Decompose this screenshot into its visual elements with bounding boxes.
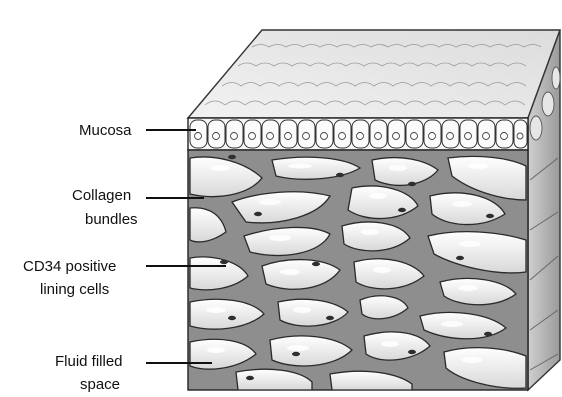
stroma-layer	[188, 150, 528, 390]
label-fluid-line2: space	[80, 376, 120, 393]
label-cd34-line2: lining cells	[40, 281, 109, 298]
label-mucosa: Mucosa	[79, 122, 196, 139]
label-collagen-line2: bundles	[85, 211, 138, 228]
label-collagen-line1: Collagen	[72, 187, 131, 204]
label-cd34-line1: CD34 positive	[23, 258, 116, 275]
label-fluid-line1: Fluid filled	[55, 353, 123, 370]
mucosa-layer	[188, 118, 528, 150]
label-mucosa-text: Mucosa	[79, 122, 132, 139]
block-top-surface	[188, 30, 560, 118]
label-collagen: Collagen bundles	[72, 187, 204, 228]
